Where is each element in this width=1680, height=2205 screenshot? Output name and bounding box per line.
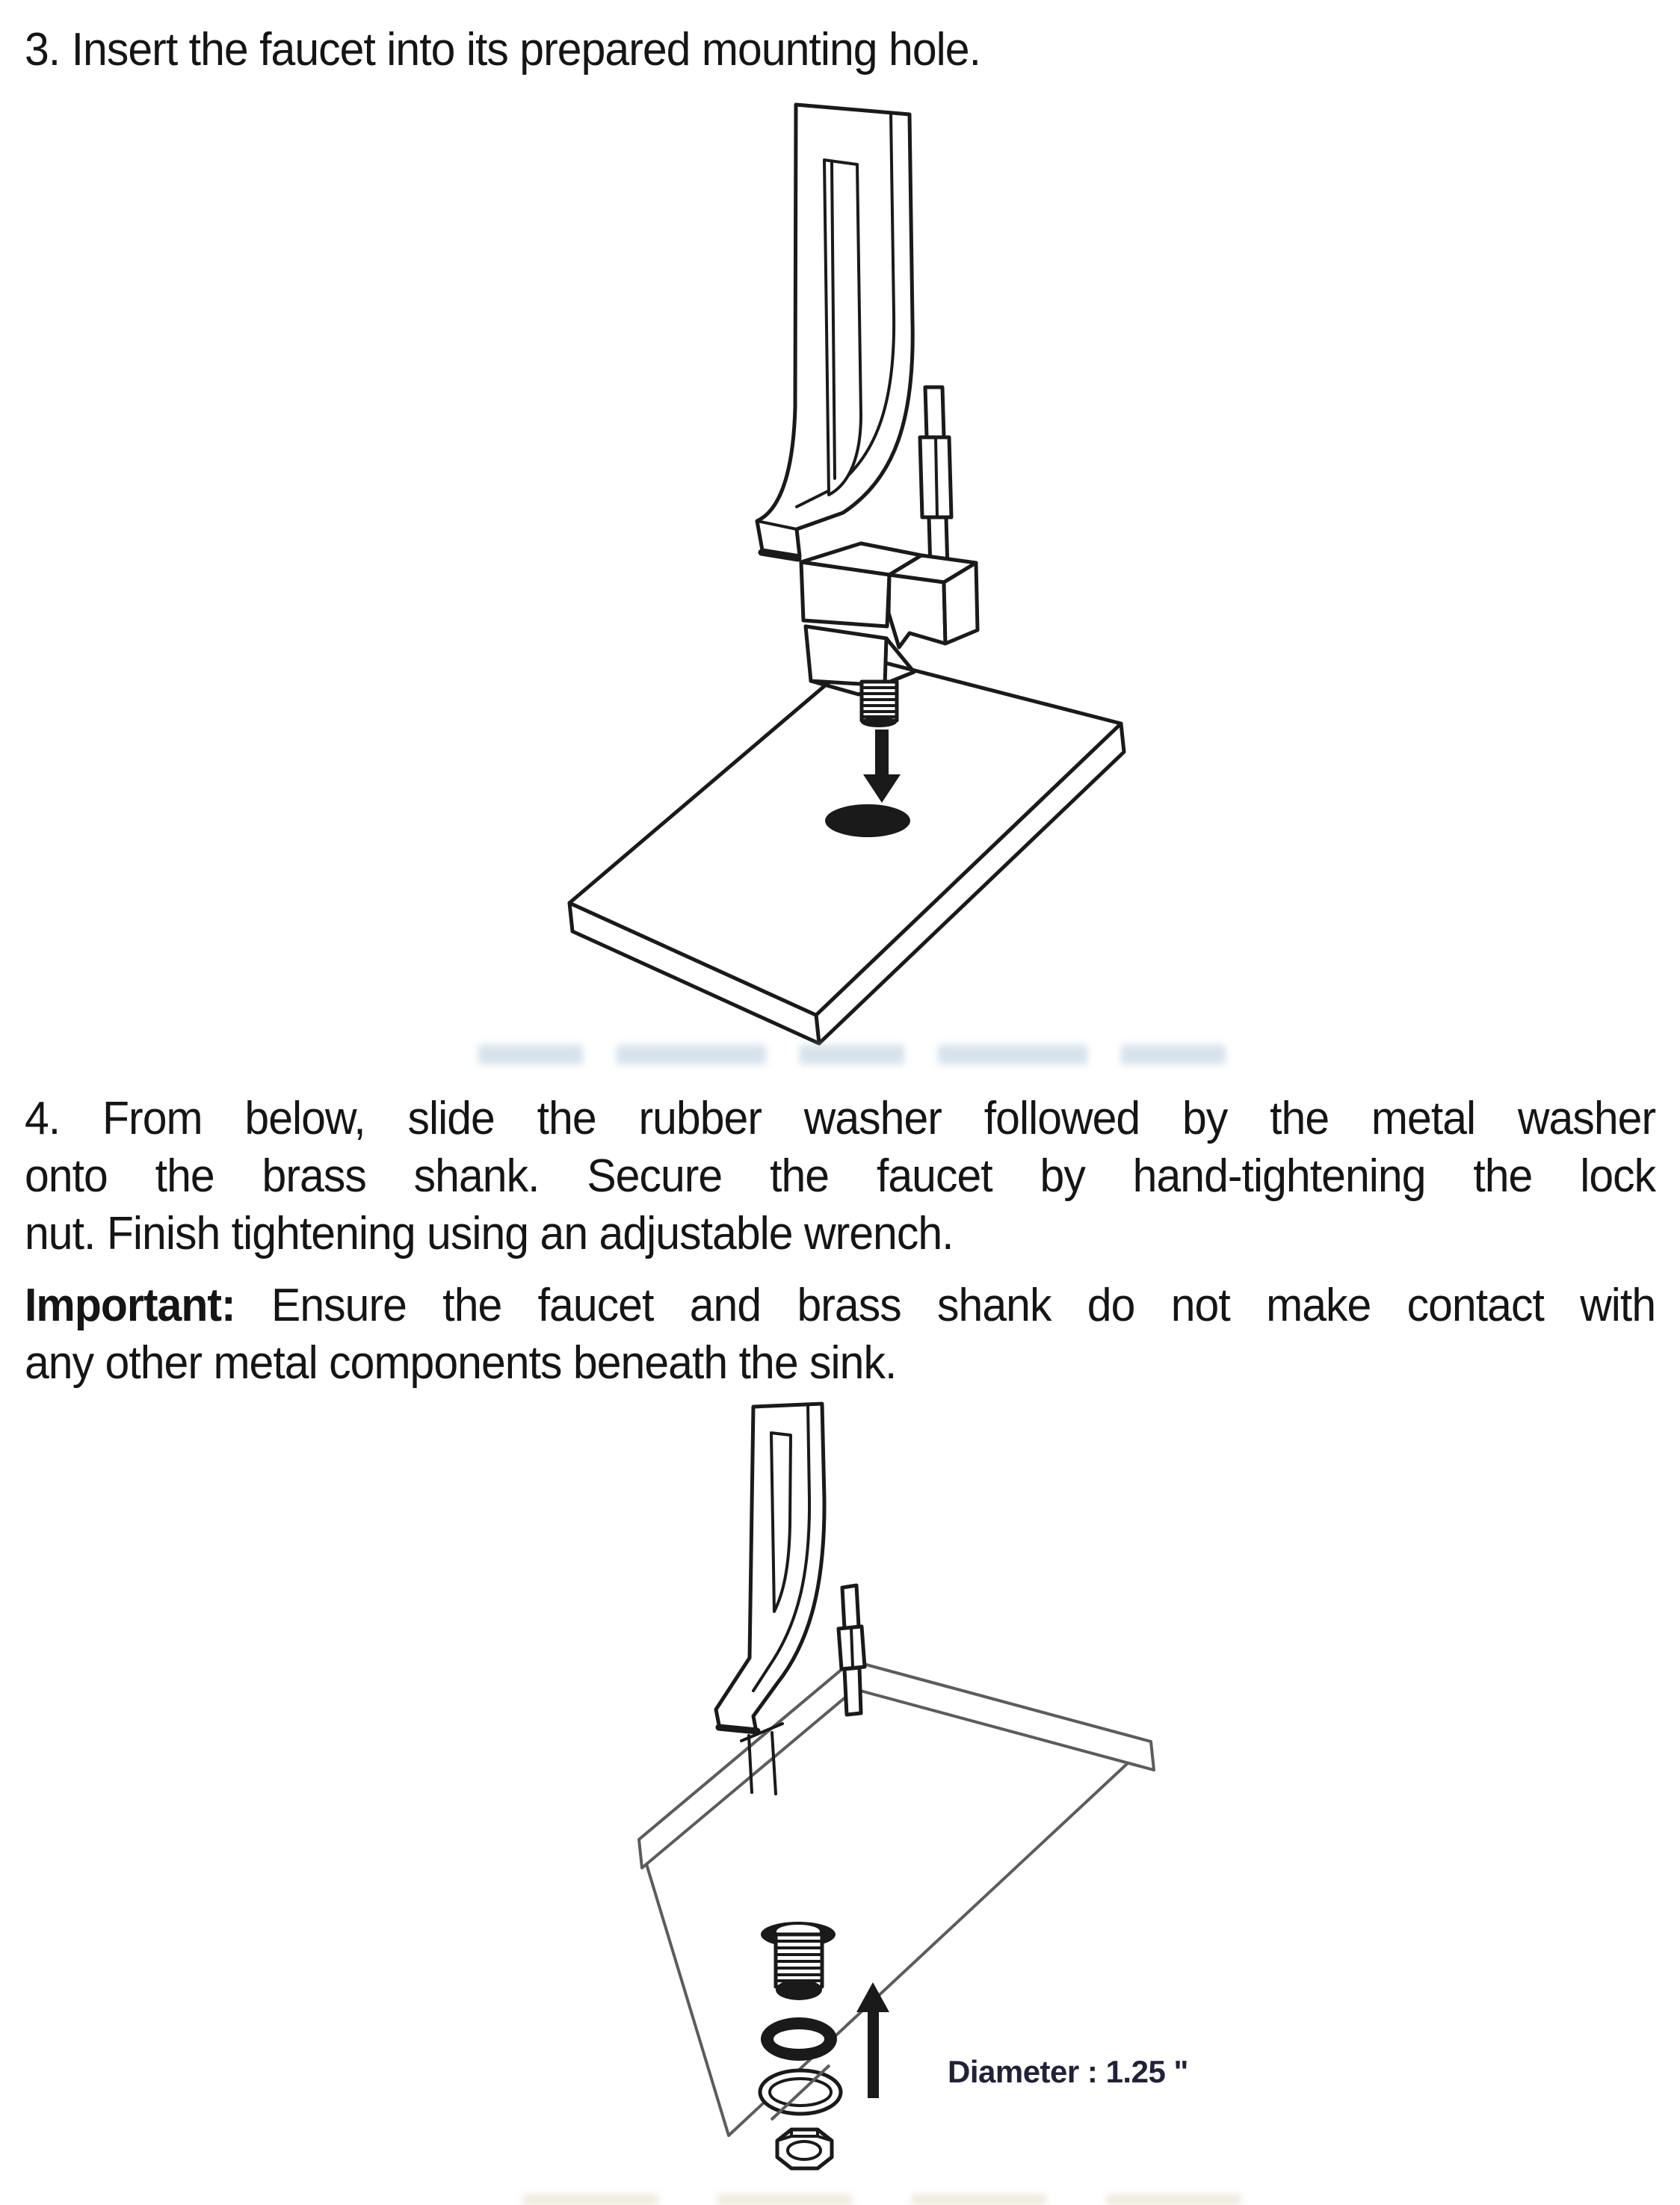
figure-washer-assembly	[637, 1401, 1155, 2171]
step4-line2: onto the brass shank. Secure the faucet …	[25, 1150, 1656, 1202]
metal-washer	[758, 2064, 843, 2121]
step4-line3: nut. Finish tightening using an adjustab…	[25, 1208, 954, 1259]
step4-line1: 4. From below, slide the rubber washer f…	[25, 1093, 1656, 1144]
down-arrow-icon	[863, 730, 901, 803]
diameter-label: Diameter : 1.25 "	[948, 2054, 1188, 2089]
important-line2: any other metal components beneath the s…	[25, 1337, 897, 1389]
brass-shank-below	[761, 1922, 836, 2000]
countertop-slab-tilted	[637, 1659, 1155, 2137]
figure-faucet-insertion	[567, 102, 1126, 1046]
handle-lever-side	[836, 1583, 867, 1717]
faucet-spout-slot	[823, 158, 862, 496]
rubber-washer	[761, 2017, 837, 2061]
up-arrow-icon	[856, 1982, 889, 2098]
step3-text: 3. Insert the faucet into its prepared m…	[25, 24, 981, 75]
faucet-line-art	[755, 102, 980, 727]
step3-paragraph: 3. Insert the faucet into its prepared m…	[25, 21, 1655, 78]
faded-watermark	[478, 1045, 1248, 1064]
important-note: Important: Ensure the faucet and brass s…	[25, 1277, 1656, 1392]
handle-lever	[918, 385, 954, 572]
countertop-slab	[567, 654, 1126, 1046]
faucet-base-marks	[740, 1722, 784, 1795]
faucet-spout-slot-side	[770, 1431, 792, 1613]
faded-watermark-bottom	[523, 2195, 1256, 2205]
brass-shank	[859, 679, 899, 727]
step4-paragraph: 4. From below, slide the rubber washer f…	[25, 1090, 1656, 1262]
lock-nut	[775, 2127, 834, 2171]
valve-body	[799, 541, 980, 697]
mounting-hole	[825, 804, 910, 837]
faucet-spout-panel-side	[714, 1401, 827, 1734]
important-line1: Important: Ensure the faucet and brass s…	[25, 1277, 1656, 1334]
important-label: Important:	[25, 1280, 236, 1331]
faucet-line-art-side	[714, 1401, 867, 1795]
important-line1-rest: Ensure the faucet and brass shank do not…	[271, 1280, 1656, 1331]
